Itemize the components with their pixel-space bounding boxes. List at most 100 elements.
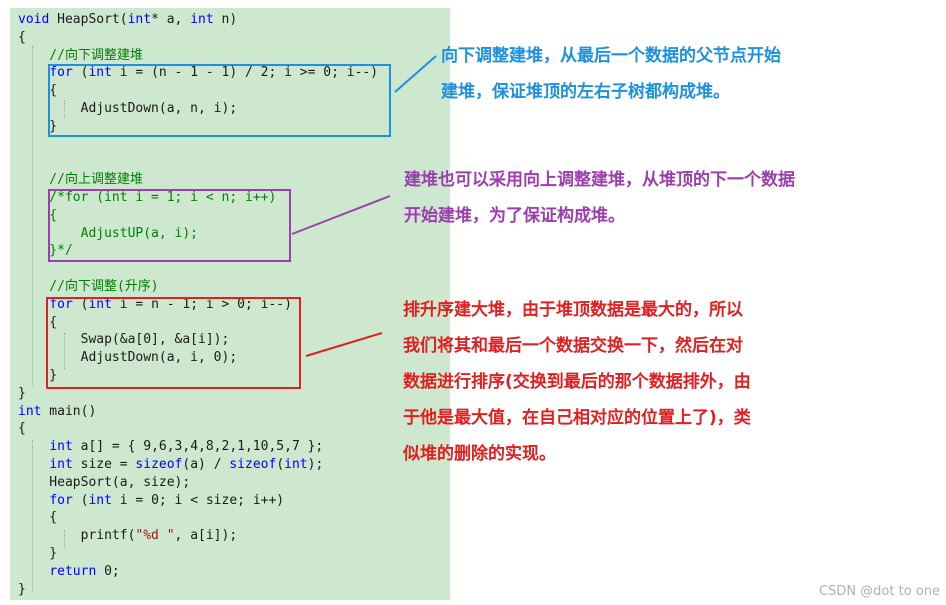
code-line: }	[18, 118, 57, 136]
code-line: printf("%d ", a[i]);	[18, 527, 238, 545]
code-token: //向下调整(升序)	[18, 279, 159, 294]
code-line: //向下调整建堆	[18, 47, 143, 65]
code-token: HeapSort(a, size);	[18, 474, 191, 490]
code-token: int	[127, 12, 152, 27]
code-token: );	[307, 457, 324, 472]
indent-guide	[32, 440, 33, 592]
code-token: }	[18, 546, 58, 561]
code-editor	[10, 8, 450, 600]
code-line: int main()	[18, 403, 96, 421]
code-token: void	[18, 12, 58, 27]
code-line: return 0;	[18, 563, 120, 581]
code-token: }	[18, 368, 58, 383]
code-token: i = 0; i < size; i++)	[111, 492, 285, 508]
code-token: sizeof	[229, 457, 277, 472]
code-token: //向下调整建堆	[18, 47, 143, 63]
indent-guide	[64, 530, 65, 548]
code-line: {	[18, 82, 57, 100]
annotation-line: 数据进行排序(交换到最后的那个数据排外，由	[403, 372, 751, 392]
code-line: }	[18, 581, 26, 599]
annotation-line: 我们将其和最后一个数据交换一下，然后在对	[403, 336, 743, 356]
code-line: {	[18, 207, 57, 225]
code-token: }	[18, 118, 58, 134]
code-token: sizeof	[135, 457, 183, 472]
connector-blue	[394, 55, 437, 93]
code-line: AdjustDown(a, n, i);	[18, 100, 238, 118]
code-line: AdjustUP(a, i);	[18, 225, 198, 243]
code-token: * a,	[151, 12, 191, 27]
code-token: n)	[213, 12, 238, 27]
code-line: {	[18, 420, 26, 438]
code-line: }	[18, 385, 26, 403]
code-token: int	[49, 439, 73, 455]
annotation-line: 排升序建大堆，由于堆顶数据是最大的，所以	[403, 300, 743, 320]
annotation-line: 于他是最大值，在自己相对应的位置上了)，类	[403, 408, 751, 428]
highlight-box-sort	[46, 297, 301, 389]
annotation-build-down: 向下调整建堆，从最后一个数据的父节点开始 建堆，保证堆顶的左右子树都构成堆。	[441, 38, 781, 110]
code-token: int	[88, 65, 112, 81]
code-token: /*for (int i = 1; i < n; i++)	[18, 190, 277, 205]
highlight-box-build-up	[48, 189, 291, 262]
code-token: for	[49, 296, 73, 312]
indent-guide	[64, 100, 65, 118]
code-line: {	[18, 29, 26, 47]
code-token: HeapSort	[57, 12, 120, 27]
code-token: AdjustDown(a, i, 0);	[18, 350, 238, 366]
code-token: //向上调整建堆	[18, 172, 143, 188]
code-token: for	[49, 65, 73, 81]
code-token: {	[18, 314, 58, 330]
annotation-line: 似堆的删除的实现。	[403, 444, 556, 464]
highlight-box-build-down	[48, 64, 391, 137]
code-token: (a) /	[182, 457, 230, 472]
code-line: for (int i = (n - 1 - 1) / 2; i >= 0; i-…	[18, 64, 378, 82]
code-token: printf(	[18, 528, 136, 544]
code-token: {	[18, 421, 26, 437]
watermark: CSDN @dot to one	[818, 584, 940, 599]
code-line: Swap(&a[0], &a[i]);	[18, 331, 230, 349]
code-token: Swap(&a[0], &a[i]);	[18, 332, 230, 348]
annotation-line: 向下调整建堆，从最后一个数据的父节点开始	[441, 46, 781, 66]
code-line: /*for (int i = 1; i < n; i++)	[18, 189, 276, 207]
code-line: //向下调整(升序)	[18, 278, 159, 296]
code-token: size =	[72, 457, 136, 472]
code-token: main()	[41, 403, 97, 419]
code-token: AdjustUP(a, i);	[18, 225, 199, 241]
annotation-line: 建堆，保证堆顶的左右子树都构成堆。	[441, 82, 730, 102]
code-token: }*/	[18, 243, 73, 259]
connector-red	[305, 332, 383, 357]
code-token: int	[88, 492, 112, 508]
code-line: }*/	[18, 242, 73, 260]
code-token: {	[18, 207, 58, 223]
code-token: return	[49, 563, 97, 579]
code-token: , a[i]);	[174, 528, 238, 544]
code-line: int a[] = { 9,6,3,4,8,2,1,10,5,7 };	[18, 438, 323, 456]
code-token: "%d "	[135, 528, 175, 544]
connector-purple	[291, 195, 391, 235]
indent-guide	[64, 333, 65, 369]
code-token: int	[18, 403, 42, 419]
code-line: }	[18, 545, 57, 563]
code-token: }	[18, 581, 26, 597]
code-line: HeapSort(a, size);	[18, 474, 190, 492]
annotation-build-up: 建堆也可以采用向上调整建堆，从堆顶的下一个数据 开始建堆，为了保证构成堆。	[404, 162, 795, 234]
code-token: {	[18, 510, 58, 526]
code-line: {	[18, 509, 57, 527]
code-line: AdjustDown(a, i, 0);	[18, 349, 238, 367]
code-token: AdjustDown(a, n, i);	[18, 101, 238, 116]
code-line: void HeapSort(int* a, int n)	[18, 11, 237, 29]
code-token: }	[18, 385, 26, 401]
code-token: int	[190, 12, 214, 27]
code-token: i = n - 1; i > 0; i--)	[111, 296, 292, 312]
indent-guide	[32, 46, 33, 386]
code-token: 0;	[96, 563, 120, 579]
code-line: }	[18, 367, 57, 385]
annotation-line: 开始建堆，为了保证构成堆。	[404, 206, 625, 226]
code-token: int	[88, 296, 112, 312]
code-line: for (int i = 0; i < size; i++)	[18, 492, 284, 510]
code-token: (	[72, 492, 89, 508]
annotation-line: 建堆也可以采用向上调整建堆，从堆顶的下一个数据	[404, 170, 795, 190]
code-line: //向上调整建堆	[18, 171, 143, 189]
code-token: i = (n - 1 - 1) / 2; i >= 0; i--)	[111, 65, 379, 81]
code-line: int size = sizeof(a) / sizeof(int);	[18, 456, 323, 474]
